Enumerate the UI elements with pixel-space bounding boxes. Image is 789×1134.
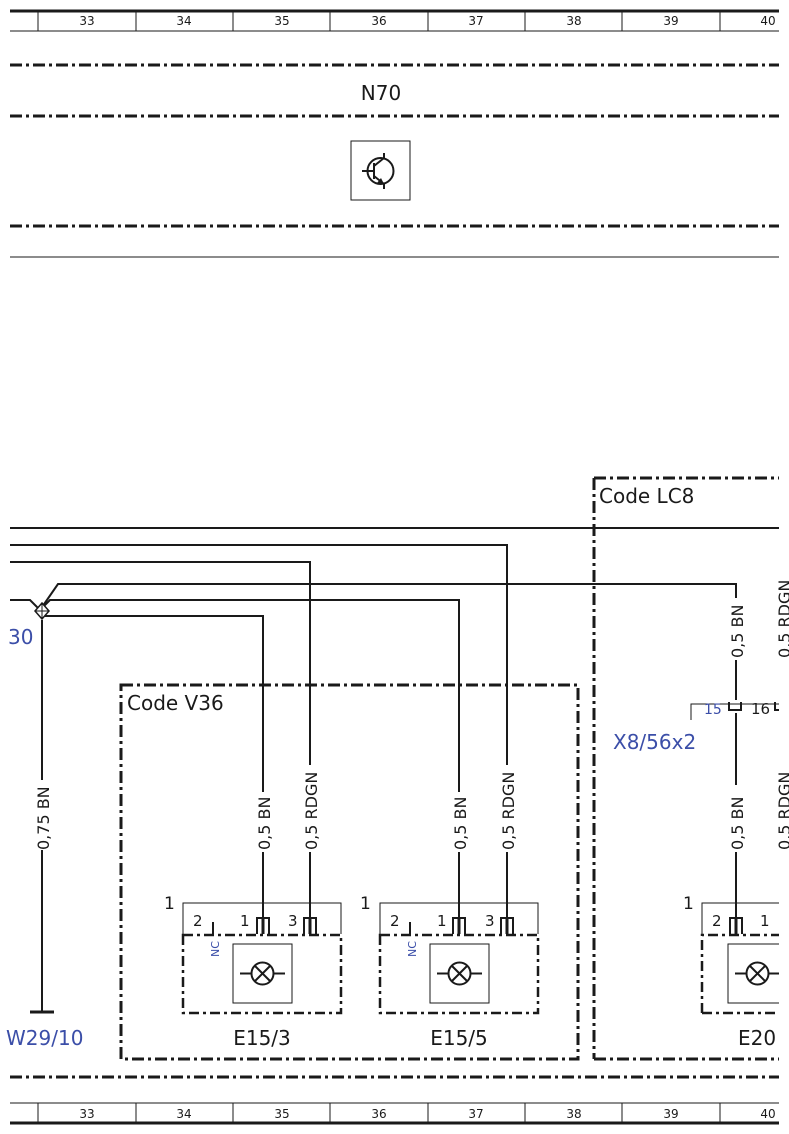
wire-label-e20-rdgn-lower: 0,5 RDGN — [775, 772, 789, 850]
group-code-v36: Code V36 — [119, 683, 580, 1061]
ruler-bottom-35: 35 — [274, 1107, 289, 1121]
lamp-e20-pin-2: 2 — [712, 912, 722, 930]
connector-pin-16: 16 — [751, 700, 770, 718]
ruler-bottom-34: 34 — [176, 1107, 191, 1121]
lamp-e15-5: 1 2 1 3 NC E15/5 — [360, 894, 540, 1050]
ruler-bottom-33: 33 — [79, 1107, 94, 1121]
lamp-e15-3-nc: NC — [209, 941, 222, 957]
lamp-e15-3-pin-2: 2 — [193, 912, 203, 930]
ruler-top-35: 35 — [274, 14, 289, 28]
ruler-top-37: 37 — [468, 14, 483, 28]
lamp-e20: 1 2 1 E20 — [683, 894, 779, 1050]
lamp-e15-3-pin-3: 3 — [288, 912, 298, 930]
lamp-e15-5-name: E15/5 — [430, 1026, 488, 1050]
top-ruler: 33 34 35 36 37 38 39 40 — [10, 9, 779, 32]
lamp-e20-pin-ref: 1 — [683, 894, 694, 914]
group-code-v36-label: Code V36 — [127, 691, 224, 715]
ruler-top-33: 33 — [79, 14, 94, 28]
wire-label-e15-5-bn: 0,5 BN — [451, 797, 470, 850]
ruler-bottom-40: 40 — [760, 1107, 775, 1121]
wire-label-e20-bn-lower: 0,5 BN — [728, 797, 747, 850]
lamp-e15-5-pin-ref: 1 — [360, 894, 371, 914]
lamp-e20-name: E20 — [738, 1026, 776, 1050]
ruler-top-39: 39 — [663, 14, 678, 28]
lamp-e15-5-nc: NC — [406, 941, 419, 957]
wire-label-e15-3-bn: 0,5 BN — [255, 797, 274, 850]
wire-label-e15-5-rdgn: 0,5 RDGN — [499, 772, 518, 850]
ruler-top-34: 34 — [176, 14, 191, 28]
lamp-e20-pin-1: 1 — [760, 912, 770, 930]
lamp-e15-3-pin-ref: 1 — [164, 894, 175, 914]
n70-label: N70 — [361, 81, 401, 105]
lamp-e15-5-pin-3: 3 — [485, 912, 495, 930]
ruler-bottom-37: 37 — [468, 1107, 483, 1121]
connector-label: X8/56x2 — [613, 730, 696, 754]
ruler-top-40: 40 — [760, 14, 775, 28]
wire-label-e20-rdgn-upper: 0,5 RDGN — [775, 580, 789, 658]
ruler-top-36: 36 — [371, 14, 386, 28]
ruler-bottom-36: 36 — [371, 1107, 386, 1121]
group-code-lc8-label: Code LC8 — [599, 484, 694, 508]
ground-wire-label: 0,75 BN — [34, 786, 53, 850]
connector-pin-15: 15 — [704, 702, 722, 718]
lamp-e15-5-pin-1: 1 — [437, 912, 447, 930]
lamp-e15-3-pin-1: 1 — [240, 912, 250, 930]
lamp-e15-3-name: E15/3 — [233, 1026, 291, 1050]
ruler-bottom-38: 38 — [566, 1107, 581, 1121]
transistor-symbol — [350, 140, 411, 201]
connector-x8-56x2: 15 16 X8/56x2 — [613, 700, 779, 754]
lamp-e15-3: 1 2 1 3 NC E15/3 — [164, 894, 343, 1050]
wire-label-e20-bn-upper: 0,5 BN — [728, 605, 747, 658]
group-code-lc8: Code LC8 — [592, 476, 779, 1061]
wires — [10, 527, 779, 1014]
n70-module: N70 — [10, 63, 779, 258]
wire-labels: 0,5 BN 0,5 RDGN 0,5 BN 0,5 RDGN 0,5 BN 0… — [255, 580, 789, 850]
splice-label: 30 — [8, 625, 33, 649]
bottom-ruler: 33 34 35 36 37 38 39 40 — [10, 1102, 779, 1125]
ruler-bottom-39: 39 — [663, 1107, 678, 1121]
ruler-top-38: 38 — [566, 14, 581, 28]
lamp-e15-5-pin-2: 2 — [390, 912, 400, 930]
wire-label-e15-3-rdgn: 0,5 RDGN — [302, 772, 321, 850]
ground-label: W29/10 — [6, 1026, 83, 1050]
